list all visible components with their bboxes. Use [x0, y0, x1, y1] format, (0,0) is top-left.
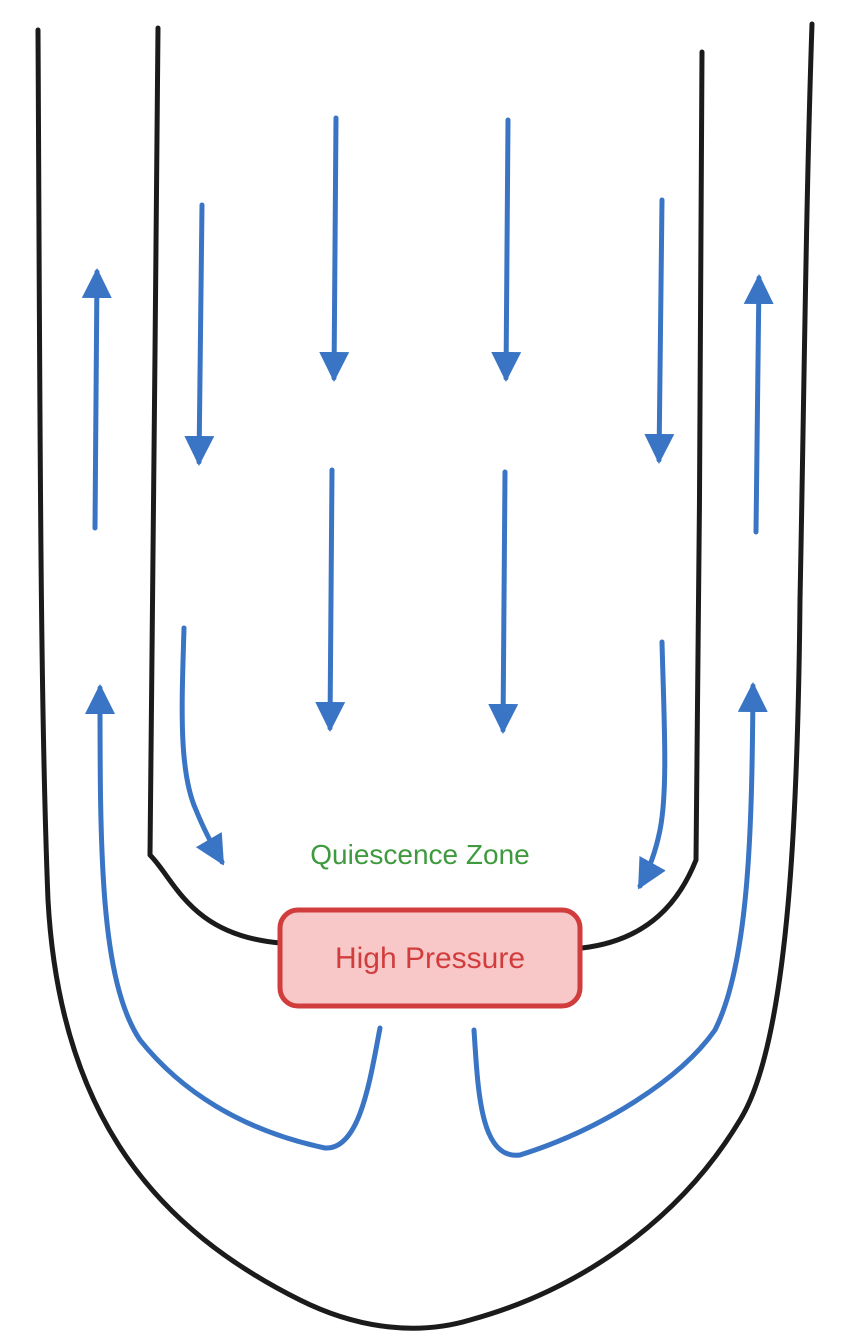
outer-wall	[35, 21, 815, 1331]
up-arrow	[81, 268, 112, 531]
curved-return-arrow-right	[471, 682, 768, 1158]
up-arrow	[743, 274, 774, 535]
inner-wall	[147, 25, 283, 946]
quiescence-zone-label: Quiescence Zone	[310, 839, 529, 870]
curved-inflow-arrow	[179, 625, 225, 866]
curved-inflow-arrow	[637, 639, 668, 890]
down-arrow	[488, 469, 519, 734]
inner-wall-right	[579, 49, 705, 951]
down-arrow	[319, 115, 350, 382]
down-arrow	[315, 467, 346, 732]
down-arrow	[491, 117, 522, 382]
high-pressure-box	[277, 907, 583, 1009]
curved-return-arrow-left	[85, 683, 383, 1151]
high-pressure-label: High Pressure	[335, 942, 525, 975]
down-arrow	[644, 197, 675, 464]
down-arrow	[184, 202, 215, 466]
